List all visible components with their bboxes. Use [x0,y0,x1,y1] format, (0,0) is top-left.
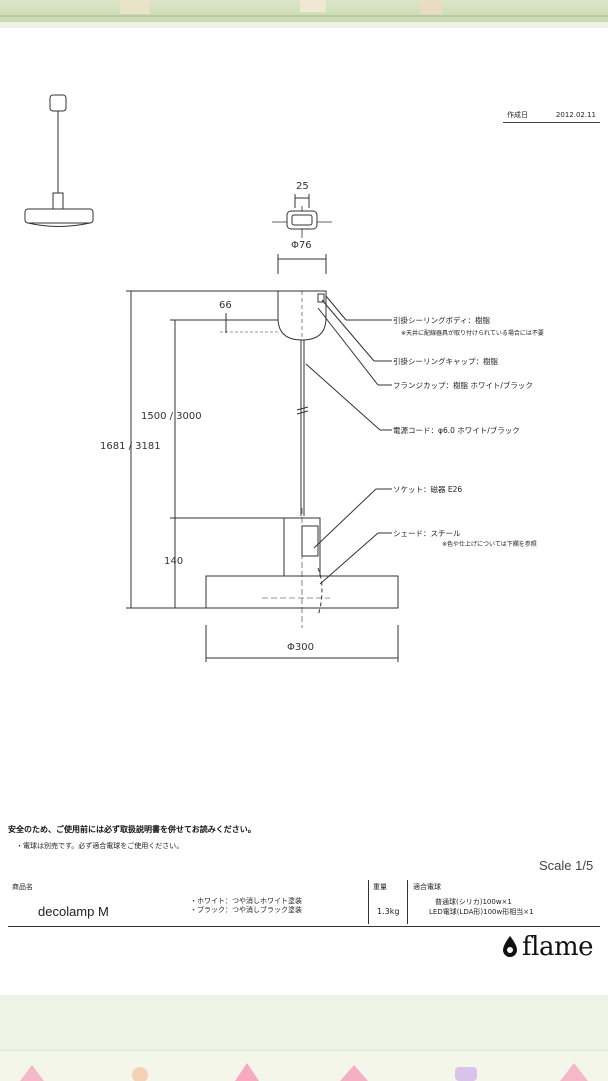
flame-drop-icon [500,935,520,959]
part-label-socket: ソケット：磁器 E26 [393,485,463,494]
background-wall-top [0,0,608,22]
wall-decoration [20,1063,588,1081]
safety-note: ・電球は別売です。必ず適合電球をご使用ください。 [16,842,184,850]
technical-drawing [24,94,399,662]
product-name: decolamp M [38,904,109,919]
weight-value: 1.3kg [377,907,400,916]
part-note-ceiling-body: ※天井に配線器具が取り付けられている場合には不要 [401,330,544,337]
table-divider [407,880,408,924]
finish-white: ・ホワイト：つや消しホワイト塗装 [190,897,302,905]
table-divider [368,880,369,924]
dim-cap-diameter: Φ76 [291,240,312,251]
part-note-shade: ※色や仕上げについては下欄を参照 [442,541,537,548]
part-label-ceiling-cap: 引掛シーリングキャップ：樹脂 [393,357,498,366]
dim-total-length: 1681 / 3181 [100,441,161,452]
scale-label: Scale 1/5 [539,858,594,873]
product-info-table: 商品名 decolamp M ・ホワイト：つや消しホワイト塗装 ・ブラック：つや… [8,880,600,927]
product-header: 商品名 [12,883,33,891]
part-label-power-cord: 電源コード：φ6.0 ホワイト/ブラック [393,426,520,435]
created-label: 作成日 [507,111,528,119]
bulb-header: 適合電球 [413,883,441,891]
created-date: 2012.02.11 [555,111,596,119]
bulb-option-1: 普通球(シリカ)100w×1 [435,898,512,906]
part-label-ceiling-body: 引掛シーリングボディ：樹脂 [393,316,490,325]
finish-black: ・ブラック：つや消しブラック塗装 [190,906,302,914]
dim-top-width: 25 [296,181,309,192]
dim-length: 1500 / 3000 [141,411,202,422]
safety-heading: 安全のため、ご使用前には必ず取扱説明書を併せてお読みください。 [8,825,256,834]
wall-decoration [0,0,608,17]
dim-shade-diameter: Φ300 [287,642,314,653]
background-wall-bottom [0,1050,608,1081]
brand-logo: flame [500,932,593,962]
part-label-shade: シェード：スチール [393,529,461,538]
bulb-option-2: LED電球(LDA形)100w形相当×1 [429,908,534,916]
dim-shade-height: 140 [164,556,184,567]
brand-name: flame [522,932,593,962]
created-date-box: 作成日 2012.02.11 [503,108,600,123]
part-label-flange-cup: フランジカップ：樹脂 ホワイト/ブラック [393,381,533,390]
spec-sheet: 作成日 2012.02.11 25 Φ76 66 1500 / 3000 168… [0,28,608,995]
dim-drop-to-cap: 66 [219,300,232,311]
weight-header: 重量 [373,883,387,891]
